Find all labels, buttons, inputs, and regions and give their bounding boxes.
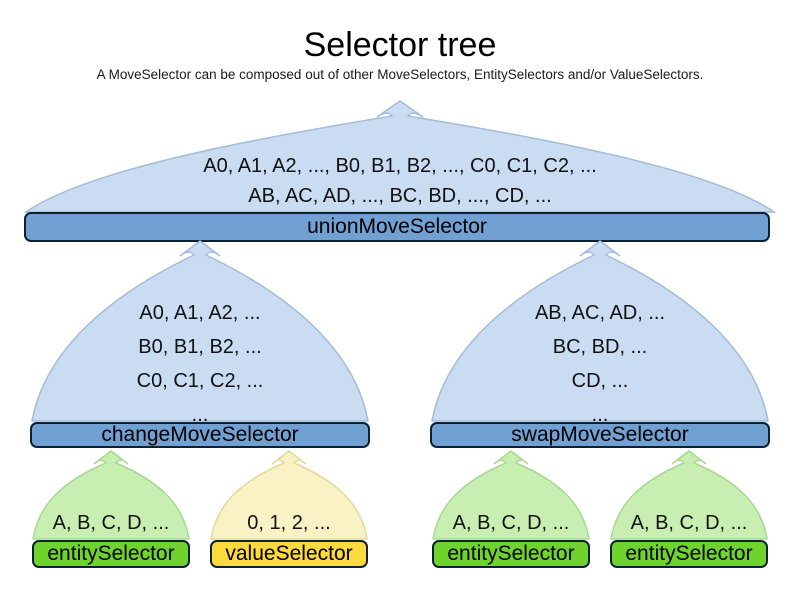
swap-line-1: AB, AC, AD, ...: [534, 302, 666, 324]
union-move-selector-label: unionMoveSelector: [307, 215, 487, 238]
change-line-3: C0, C1, C2, ...: [136, 370, 264, 392]
entity-selector-1-text: A, B, C, D, ...: [52, 512, 170, 534]
value-selector-bar: valueSelector: [210, 540, 368, 568]
entity-selector-2-cloud: [432, 450, 590, 540]
value-selector-label: valueSelector: [225, 542, 353, 565]
entity-selector-1-label: entitySelector: [47, 542, 175, 565]
cloud-arrow-shape: [432, 450, 590, 540]
swap-line-2: BC, BD, ...: [552, 336, 648, 358]
change-cloud-text: A0, A1, A2, ... B0, B1, B2, ... C0, C1, …: [30, 296, 370, 432]
entity-selector-2-text: A, B, C, D, ...: [452, 512, 570, 534]
change-move-selector-cloud: [31, 240, 369, 422]
cloud-arrow-shape: [32, 450, 190, 540]
change-line-4: ...: [191, 404, 209, 426]
cloud-arrow-shape: [610, 450, 768, 540]
entity-selector-2-label: entitySelector: [447, 542, 575, 565]
union-cloud-text: A0, A1, A2, ..., B0, B1, B2, ..., C0, C1…: [20, 151, 780, 211]
entity-selector-3-cloud: [610, 450, 768, 540]
cloud-arrow-shape: [210, 450, 368, 540]
swap-line-3: CD, ...: [571, 370, 629, 392]
swap-move-selector-label: swapMoveSelector: [511, 423, 689, 446]
change-line-1: A0, A1, A2, ...: [139, 302, 261, 324]
cloud-arrow-shape: [31, 240, 369, 422]
entity-selector-2-bar: entitySelector: [432, 540, 590, 568]
value-selector-text: 0, 1, 2, ...: [247, 512, 331, 534]
entity-selector-3-bar: entitySelector: [610, 540, 768, 568]
union-line-1: A0, A1, A2, ..., B0, B1, B2, ..., C0, C1…: [203, 155, 597, 177]
entity-selector-3-text: A, B, C, D, ...: [630, 512, 748, 534]
value-selector-cloud: [210, 450, 368, 540]
entity-selector-1-cloud: [32, 450, 190, 540]
change-move-selector-label: changeMoveSelector: [101, 423, 299, 446]
cloud-arrow-shape: [431, 240, 769, 422]
swap-move-selector-bar: swapMoveSelector: [430, 422, 770, 448]
union-move-selector-bar: unionMoveSelector: [24, 212, 770, 242]
page-title: Selector tree: [303, 26, 497, 64]
swap-cloud-text: AB, AC, AD, ... BC, BD, ... CD, ... ...: [430, 296, 770, 432]
union-line-2: AB, AC, AD, ..., BC, BD, ..., CD, ...: [248, 185, 552, 207]
entity-selector-3-label: entitySelector: [625, 542, 753, 565]
change-move-selector-bar: changeMoveSelector: [30, 422, 370, 448]
entity-selector-1-bar: entitySelector: [32, 540, 190, 568]
swap-move-selector-cloud: [431, 240, 769, 422]
swap-line-4: ...: [591, 404, 609, 426]
page-subtitle: A MoveSelector can be composed out of ot…: [96, 67, 704, 82]
change-line-2: B0, B1, B2, ...: [138, 336, 262, 358]
